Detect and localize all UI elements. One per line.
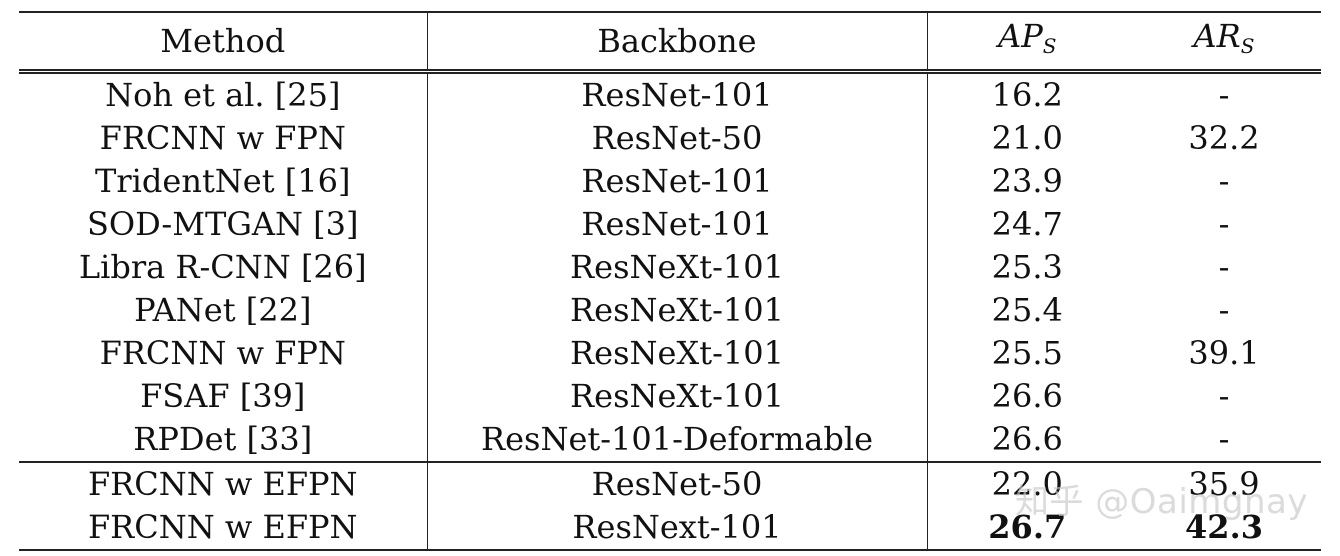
cell-method: FRCNN w FPN <box>19 332 428 375</box>
table-row: TridentNet [16] ResNet-101 23.9 - <box>19 160 1321 203</box>
table-row: FRCNN w FPN ResNeXt-101 25.5 39.1 <box>19 332 1321 375</box>
cell-method: FRCNN w EFPN <box>19 506 428 550</box>
cell-backbone: ResNext-101 <box>427 506 928 550</box>
cell-ars: 35.9 <box>1188 465 1260 503</box>
cell-method: SOD-MTGAN [3] <box>19 203 428 246</box>
cell-method: Noh et al. [25] <box>19 71 428 117</box>
cell-backbone: ResNet-101 <box>427 203 928 246</box>
cell-ars: - <box>1218 162 1230 200</box>
cell-ars: - <box>1218 205 1230 243</box>
header-ars-sub: S <box>1240 34 1255 58</box>
cell-ars: - <box>1218 248 1230 286</box>
cell-backbone: ResNet-101 <box>427 71 928 117</box>
cell-backbone: ResNeXt-101 <box>427 246 928 289</box>
results-table: Method Backbone APS ARS Noh et al. [25] … <box>19 11 1321 551</box>
header-aps-sub: S <box>1042 34 1057 58</box>
header-method: Method <box>19 12 428 72</box>
cell-ars: - <box>1218 420 1230 458</box>
header-ars-main: AR <box>1193 17 1241 55</box>
table-row: PANet [22] ResNeXt-101 25.4 - <box>19 289 1321 332</box>
cell-method: FRCNN w FPN <box>19 117 428 160</box>
table-row: FSAF [39] ResNeXt-101 26.6 - <box>19 375 1321 418</box>
table-row: SOD-MTGAN [3] ResNet-101 24.7 - <box>19 203 1321 246</box>
cell-method: PANet [22] <box>19 289 428 332</box>
table-row: FRCNN w EFPN ResNext-101 26.7 42.3 <box>19 506 1321 550</box>
cell-ars-best: 42.3 <box>1185 508 1263 546</box>
cell-aps: 16.2 <box>991 76 1063 114</box>
cell-aps: 22.0 <box>991 465 1063 503</box>
header-aps: APS <box>927 12 1127 72</box>
table-row: FRCNN w EFPN ResNet-50 22.0 35.9 <box>19 462 1321 506</box>
results-table-container: Method Backbone APS ARS Noh et al. [25] … <box>19 11 1321 551</box>
cell-aps: 23.9 <box>991 162 1063 200</box>
cell-backbone: ResNet-101-Deformable <box>427 418 928 462</box>
cell-aps-best: 26.7 <box>988 508 1067 546</box>
cell-ars: - <box>1218 291 1230 329</box>
cell-aps: 26.6 <box>991 377 1063 415</box>
cell-ars: 32.2 <box>1188 119 1260 157</box>
table-body: Noh et al. [25] ResNet-101 16.2 - FRCNN … <box>19 71 1321 550</box>
table-row: FRCNN w FPN ResNet-50 21.0 32.2 <box>19 117 1321 160</box>
cell-method: FSAF [39] <box>19 375 428 418</box>
cell-backbone: ResNeXt-101 <box>427 289 928 332</box>
cell-method: TridentNet [16] <box>19 160 428 203</box>
cell-method: FRCNN w EFPN <box>19 462 428 506</box>
cell-ars: 39.1 <box>1188 334 1260 372</box>
cell-method: RPDet [33] <box>19 418 428 462</box>
cell-backbone: ResNet-101 <box>427 160 928 203</box>
cell-aps: 21.0 <box>991 119 1063 157</box>
cell-aps: 25.4 <box>991 291 1063 329</box>
cell-ars: - <box>1218 76 1230 114</box>
cell-backbone: ResNeXt-101 <box>427 332 928 375</box>
header-backbone: Backbone <box>427 12 928 72</box>
header-ars: ARS <box>1127 12 1321 72</box>
table-row: RPDet [33] ResNet-101-Deformable 26.6 - <box>19 418 1321 462</box>
table-row: Noh et al. [25] ResNet-101 16.2 - <box>19 71 1321 117</box>
cell-aps: 26.6 <box>991 420 1063 458</box>
cell-aps: 24.7 <box>991 205 1063 243</box>
cell-ars: - <box>1218 377 1230 415</box>
table-row: Libra R-CNN [26] ResNeXt-101 25.3 - <box>19 246 1321 289</box>
cell-backbone: ResNeXt-101 <box>427 375 928 418</box>
header-row: Method Backbone APS ARS <box>19 12 1321 72</box>
table-header: Method Backbone APS ARS <box>19 12 1321 72</box>
cell-aps: 25.5 <box>991 334 1063 372</box>
cell-backbone: ResNet-50 <box>427 462 928 506</box>
cell-backbone: ResNet-50 <box>427 117 928 160</box>
cell-method: Libra R-CNN [26] <box>19 246 428 289</box>
header-aps-main: AP <box>998 17 1043 55</box>
cell-aps: 25.3 <box>991 248 1063 286</box>
